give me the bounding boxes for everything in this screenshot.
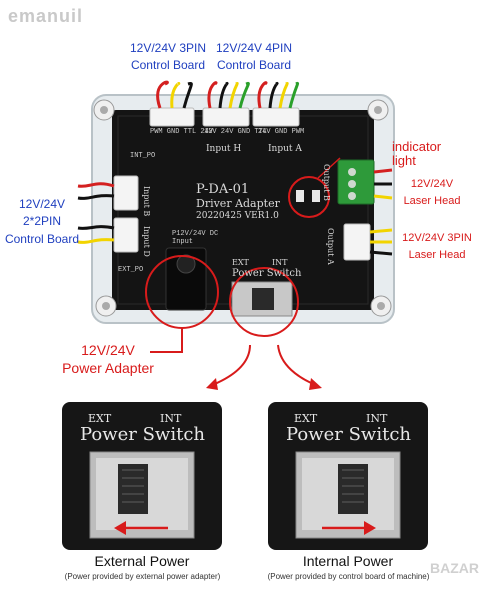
panel-left-title: Power Switch — [80, 424, 206, 445]
subcaption-external: (Power provided by external power adapte… — [64, 572, 221, 581]
watermark-bazar: BAZAR — [430, 560, 479, 576]
board-pin-labels-3: 24V GND PWM — [258, 128, 305, 136]
watermark: emanuil — [8, 6, 84, 26]
connector-top-2 — [202, 81, 250, 127]
arrow-down-right — [277, 344, 322, 390]
board-input-d: Input D — [142, 226, 151, 257]
board-name: P-DA-01 — [196, 182, 250, 197]
pointer-line — [150, 328, 183, 353]
caption-internal: Internal Power — [302, 553, 394, 569]
arrow-down-left — [206, 344, 251, 390]
board-switch-int: INT — [272, 258, 288, 267]
board-ext-po: EXT_PO — [118, 266, 144, 274]
standoff-top-left — [93, 99, 115, 121]
connector-top-3 — [252, 81, 300, 127]
board-output-a: Output A — [326, 228, 335, 265]
terminal-block-green — [337, 159, 393, 205]
board-switch-ext: EXT — [232, 258, 249, 267]
caption-external: External Power — [94, 553, 190, 569]
subcaption-internal: (Power provided by control board of mach… — [267, 572, 430, 581]
board-dc-input: P12V/24V DC Input — [172, 230, 219, 246]
pcb-board — [112, 110, 374, 310]
board-input-h: Input H — [206, 144, 242, 154]
board-output-b: Output B — [322, 164, 331, 201]
board-switch-title: Power Switch — [232, 268, 302, 279]
board-pin-labels-2: 12V 24V GND TTL — [204, 128, 268, 136]
panel-right-title: Power Switch — [286, 424, 412, 445]
standoff-bottom-right — [370, 295, 392, 317]
standoff-top-right — [367, 99, 389, 121]
board-input-b: Input B — [142, 186, 151, 217]
standoff-bottom-left — [95, 295, 117, 317]
board-int-po: INT_PO — [130, 152, 156, 160]
panel-right-ext: EXT — [294, 412, 318, 425]
indicator-led — [296, 190, 304, 202]
panel-left-int: INT — [160, 412, 182, 425]
highlight-switch — [229, 267, 299, 337]
detail-panel-left — [62, 402, 222, 550]
panel-left-ext: EXT — [88, 412, 112, 425]
board-pin-labels-1: PWM GND TTL 24V — [150, 128, 214, 136]
highlight-indicator — [288, 176, 330, 218]
panel-right-int: INT — [366, 412, 388, 425]
board-version: 20220425 VER1.0 — [196, 211, 279, 221]
connector-top-1 — [149, 80, 195, 127]
board-input-a: Input A — [268, 144, 302, 154]
connector-left-2 — [77, 217, 139, 253]
dc-jack — [165, 247, 207, 311]
connector-right-lower — [343, 223, 393, 261]
detail-panel-right — [268, 402, 428, 550]
board-subtitle: Driver Adapter — [196, 197, 280, 210]
connector-left-1 — [77, 175, 139, 211]
